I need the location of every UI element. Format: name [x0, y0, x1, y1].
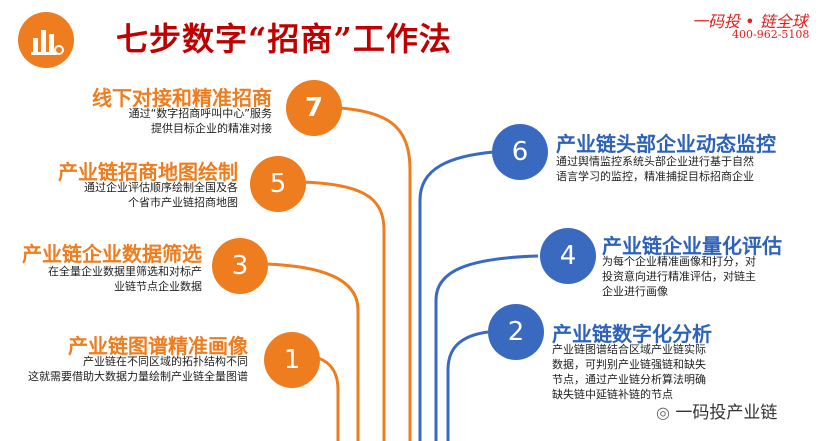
- footer-label: 一码投产业链: [675, 403, 778, 423]
- step-4-circle: 4: [540, 228, 596, 284]
- connector-step-5: [301, 180, 386, 441]
- bar-chart-icon: [31, 30, 64, 55]
- step-6-description: 通过舆情监控系统头部企业进行基于自然 语言学习的监控，精准捕捉目标招商企业: [556, 154, 754, 184]
- step-4-number: 4: [559, 241, 577, 271]
- step-7-line-1: 通过“数字招商呼叫中心”服务: [128, 107, 272, 120]
- step-4-line-1: 为每个企业精准画像和打分，对: [602, 255, 756, 268]
- step-3-circle: 3: [212, 238, 268, 294]
- logo: [18, 12, 74, 68]
- step-7-circle: 7: [286, 80, 342, 136]
- step-3-description: 在全量企业数据里筛选和对标产 业链节点企业数据: [16, 264, 202, 294]
- step-5-number: 5: [269, 169, 287, 199]
- step-2-line-3: 节点，通过产业链分析算法明确: [552, 373, 706, 386]
- step-6-circle: 6: [492, 124, 548, 180]
- connector-step-7: [339, 106, 412, 441]
- step-1-title: 产业链图谱精准画像: [68, 334, 248, 358]
- step-4-description: 为每个企业精准画像和打分，对 投资意向进行精准评估，对链主 企业进行画像: [602, 254, 756, 299]
- step-5-line-2: 个省市产业链招商地图: [128, 196, 238, 209]
- step-2-line-1: 产业链图谱结合区域产业链实际: [552, 343, 706, 356]
- step-2-line-2: 数据，可判别产业链强链和缺失: [552, 358, 706, 371]
- step-5-description: 通过企业评估顺序绘制全国及各 个省市产业链招商地图: [40, 180, 238, 210]
- step-3-line-2: 业链节点企业数据: [114, 280, 202, 293]
- step-2-description: 产业链图谱结合区域产业链实际 数据，可判别产业链强链和缺失 节点，通过产业链分析…: [552, 342, 706, 402]
- step-5-title: 产业链招商地图绘制: [58, 160, 238, 184]
- connector-step-1: [317, 356, 340, 441]
- chat-icon: ◎: [656, 403, 670, 422]
- connector-step-3: [265, 262, 360, 441]
- step-6-number: 6: [511, 137, 529, 167]
- step-7-title: 线下对接和精准招商: [92, 86, 272, 110]
- step-3-title: 产业链企业数据筛选: [22, 242, 202, 266]
- step-4-title: 产业链企业量化评估: [602, 234, 782, 258]
- step-1-number: 1: [283, 345, 301, 375]
- step-5-circle: 5: [250, 156, 306, 212]
- step-3-number: 3: [231, 251, 249, 281]
- step-6-title: 产业链头部企业动态监控: [556, 132, 776, 156]
- brand-phone: 400-962-5108: [732, 28, 810, 41]
- step-7-description: 通过“数字招商呼叫中心”服务 提供目标企业的精准对接: [60, 106, 272, 136]
- step-6-line-1: 通过舆情监控系统头部企业进行基于自然: [556, 155, 754, 168]
- brand-name: 一码投 • 链全球: [692, 12, 808, 31]
- connector-step-6: [418, 150, 495, 441]
- step-6-line-2: 语言学习的监控，精准捕捉目标招商企业: [556, 170, 754, 183]
- step-1-line-2: 这就需要借助大数据力量绘制产业链全量图谱: [28, 370, 248, 383]
- step-1-line-1: 产业链在不同区域的拓扑结构不同: [83, 355, 248, 368]
- step-2-line-4: 缺失链中延链补链的节点: [552, 388, 673, 401]
- connector-step-4: [434, 254, 539, 441]
- step-2-number: 2: [507, 317, 525, 347]
- step-7-number: 7: [304, 93, 324, 123]
- step-1-description: 产业链在不同区域的拓扑结构不同 这就需要借助大数据力量绘制产业链全量图谱: [20, 354, 248, 384]
- step-1-circle: 1: [264, 332, 320, 388]
- step-2-circle: 2: [488, 304, 544, 360]
- connector-step-2: [446, 330, 489, 441]
- step-4-line-3: 企业进行画像: [602, 285, 668, 298]
- step-3-line-1: 在全量企业数据里筛选和对标产: [48, 265, 202, 278]
- step-7-line-2: 提供目标企业的精准对接: [151, 122, 272, 135]
- step-4-line-2: 投资意向进行精准评估，对链主: [602, 270, 756, 283]
- page-title: 七步数字“招商”工作法: [116, 20, 452, 58]
- step-2-title: 产业链数字化分析: [552, 322, 712, 346]
- step-5-line-1: 通过企业评估顺序绘制全国及各: [84, 181, 238, 194]
- footer-watermark: ◎ 一码投产业链: [656, 398, 777, 423]
